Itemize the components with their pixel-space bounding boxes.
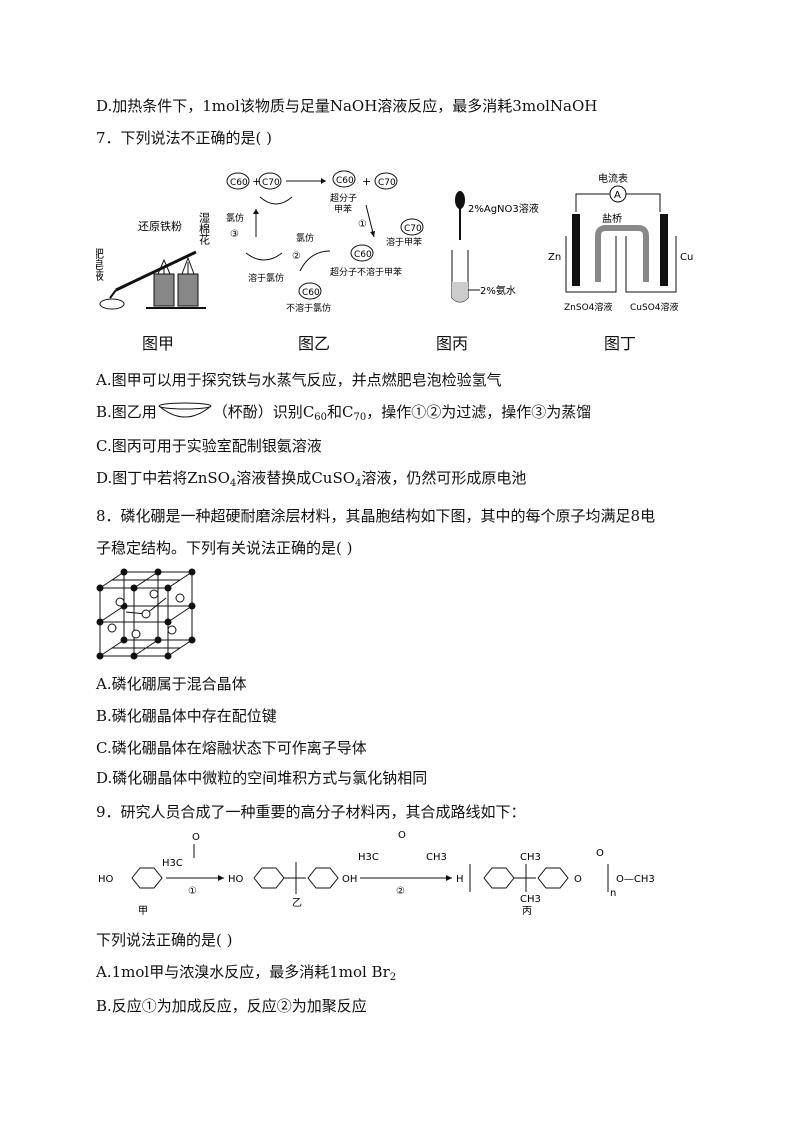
svg-text:超分子不溶于甲苯: 超分子不溶于甲苯 bbox=[330, 266, 402, 278]
q9-stem: 9．研究人员合成了一种重要的高分子材料丙，其合成路线如下： bbox=[96, 803, 526, 821]
q9-option-b: B.反应①为加成反应，反应②为加聚反应 bbox=[96, 997, 367, 1015]
jia-label-cotton: 湿棉花 bbox=[198, 212, 211, 245]
svg-text:O: O bbox=[574, 874, 582, 885]
svg-text:C60: C60 bbox=[302, 288, 320, 298]
svg-text:溶于甲苯: 溶于甲苯 bbox=[386, 236, 422, 248]
svg-text:②: ② bbox=[396, 886, 405, 897]
svg-text:O: O bbox=[398, 830, 406, 841]
caption-ding: 图丁 bbox=[604, 334, 637, 353]
svg-text:C60: C60 bbox=[354, 250, 372, 260]
q7-option-d: D.图丁中若将ZnSO4溶液替换成CuSO4溶液，仍然可形成原电池 bbox=[96, 469, 527, 489]
svg-text:盐桥: 盐桥 bbox=[602, 212, 622, 225]
q8-option-c: C.磷化硼晶体在熔融状态下可作离子导体 bbox=[96, 739, 367, 757]
svg-text:2%氨水: 2%氨水 bbox=[480, 284, 516, 297]
svg-text:C60: C60 bbox=[230, 178, 248, 188]
q8-stem-line2: 子稳定结构。下列有关说法正确的是( ) bbox=[96, 539, 353, 557]
svg-text:H3C: H3C bbox=[162, 858, 183, 869]
q7-option-c: C.图丙可用于实验室配制银氨溶液 bbox=[96, 437, 322, 455]
svg-text:甲: 甲 bbox=[138, 906, 148, 917]
svg-text:甲苯: 甲苯 bbox=[334, 203, 352, 215]
svg-text:Zn: Zn bbox=[548, 252, 561, 263]
bowl-icon bbox=[158, 402, 212, 418]
svg-text:①: ① bbox=[188, 886, 197, 897]
svg-text:乙: 乙 bbox=[292, 897, 302, 909]
svg-text:HO: HO bbox=[228, 874, 244, 885]
svg-text:ZnSO4溶液: ZnSO4溶液 bbox=[564, 301, 612, 313]
svg-text:不溶于氯仿: 不溶于氯仿 bbox=[286, 302, 331, 314]
jia-label-soap: 肥皂液 bbox=[96, 248, 105, 282]
svg-text:C60: C60 bbox=[336, 176, 354, 186]
svg-text:Cu: Cu bbox=[680, 252, 693, 263]
figure-ding: 电流表 A 盐桥 Zn Cu ZnSO4溶液 CuSO4溶液 bbox=[548, 172, 693, 313]
svg-text:丙: 丙 bbox=[522, 906, 532, 917]
q8-option-d: D.磷化硼晶体中微粒的空间堆积方式与氯化钠相同 bbox=[96, 769, 428, 787]
svg-text:电流表: 电流表 bbox=[598, 172, 628, 185]
svg-text:氯仿: 氯仿 bbox=[296, 232, 314, 244]
svg-text:OH: OH bbox=[342, 874, 357, 885]
caption-bing: 图丙 bbox=[436, 334, 469, 353]
svg-text:②: ② bbox=[292, 251, 301, 262]
q8-stem-line1: 8．磷化硼是一种超硬耐磨涂层材料，其晶胞结构如下图，其中的每个原子均满足8电 bbox=[96, 507, 656, 525]
svg-text:溶于氯仿: 溶于氯仿 bbox=[248, 272, 284, 284]
q7-option-a: A.图甲可以用于探究铁与水蒸气反应，并点燃肥皂泡检验氢气 bbox=[96, 371, 502, 389]
svg-text:O: O bbox=[192, 832, 200, 843]
svg-text:O: O bbox=[596, 848, 604, 859]
svg-text:O—CH3: O—CH3 bbox=[616, 874, 655, 885]
crystal-cell-diagram bbox=[96, 568, 196, 660]
q8-option-a: A.磷化硼属于混合晶体 bbox=[96, 675, 247, 693]
svg-text:超分子: 超分子 bbox=[330, 192, 357, 204]
svg-text:H3C: H3C bbox=[358, 852, 379, 863]
svg-text:C70: C70 bbox=[404, 224, 422, 234]
figure-bing: 2%AgNO3溶液 2%氨水 bbox=[451, 191, 539, 303]
svg-text:CuSO4溶液: CuSO4溶液 bbox=[630, 301, 679, 313]
q7-stem: 7．下列说法不正确的是( ) bbox=[96, 129, 273, 147]
caption-jia: 图甲 bbox=[142, 334, 175, 353]
q9-option-a: A.1mol甲与浓溴水反应，最多消耗1mol Br2 bbox=[96, 963, 397, 983]
svg-text:A: A bbox=[614, 190, 621, 201]
synthesis-scheme: HO 甲 H3C O ① HO 乙 OH H3C O CH3 ② H CH3 C… bbox=[98, 830, 655, 917]
svg-text:①: ① bbox=[358, 219, 367, 230]
q6-option-d: D.加热条件下，1mol该物质与足量NaOH溶液反应，最多消耗3molNaOH bbox=[96, 97, 598, 115]
svg-text:CH3: CH3 bbox=[426, 852, 447, 863]
jia-label-iron: 还原铁粉 bbox=[138, 220, 182, 233]
svg-text:氯仿: 氯仿 bbox=[226, 212, 244, 224]
svg-text:+: + bbox=[252, 175, 261, 188]
svg-text:n: n bbox=[610, 888, 616, 899]
svg-text:③: ③ bbox=[230, 229, 239, 240]
svg-text:CH3: CH3 bbox=[520, 894, 541, 905]
q9-prompt: 下列说法正确的是( ) bbox=[96, 931, 233, 949]
q7-option-b: B.图乙用（杯酚）识别C60和C70，操作①②为过滤，操作③为蒸馏 bbox=[96, 402, 592, 423]
svg-text:CH3: CH3 bbox=[520, 852, 541, 863]
svg-text:H: H bbox=[456, 874, 464, 885]
caption-yi: 图乙 bbox=[298, 334, 331, 353]
svg-text:C70: C70 bbox=[262, 178, 280, 188]
svg-text:2%AgNO3溶液: 2%AgNO3溶液 bbox=[468, 202, 539, 215]
figure-jia: 还原铁粉 湿棉花 肥皂液 bbox=[96, 212, 211, 310]
svg-text:C70: C70 bbox=[378, 178, 396, 188]
svg-text:+: + bbox=[362, 175, 371, 188]
figure-yi: C60 + C70 C60 + C70 超分子 甲苯 ① C70 溶于甲苯 C6… bbox=[226, 170, 424, 314]
q8-option-b: B.磷化硼晶体中存在配位键 bbox=[96, 707, 277, 725]
svg-text:HO: HO bbox=[98, 874, 114, 885]
